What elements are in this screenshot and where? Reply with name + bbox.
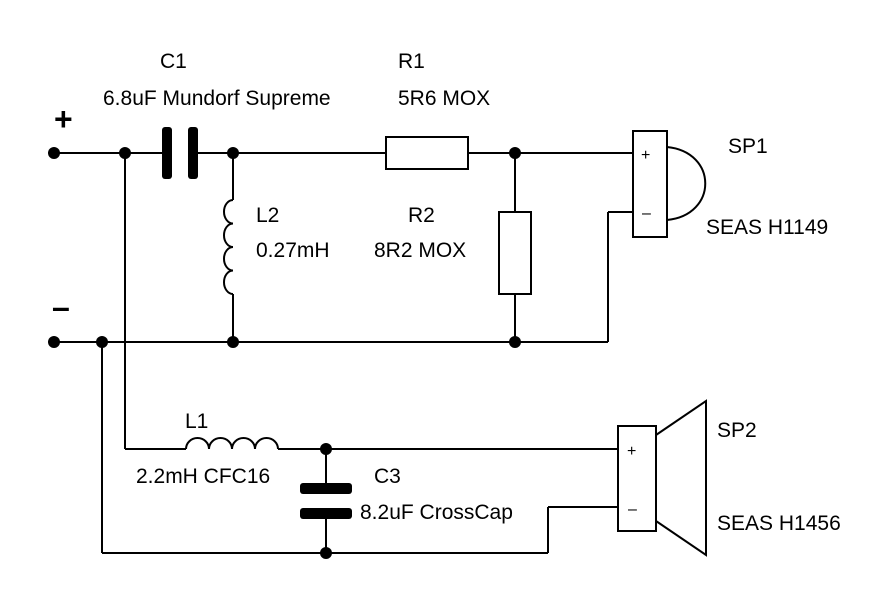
resistor-r1 (385, 136, 469, 170)
c1-value-label: 6.8uF Mundorf Supreme (103, 87, 331, 110)
sp1-dome (666, 146, 707, 221)
l2-value-label: 0.27mH (256, 239, 330, 262)
junction-dot (509, 147, 521, 159)
sp1-body (632, 130, 668, 238)
l1-value-label: 2.2mH CFC16 (136, 465, 270, 488)
sp2-body (617, 425, 657, 532)
sp2-model-label: SEAS H1456 (717, 512, 841, 535)
inductor-l2 (223, 199, 234, 295)
r2-ref-label: R2 (408, 204, 435, 227)
c3-plate-bottom (300, 508, 352, 519)
capacitor-c1 (162, 127, 198, 179)
sp1-ref-label: SP1 (728, 135, 768, 158)
r2-value-label: 8R2 MOX (374, 239, 466, 262)
c3-ref-label: C3 (374, 465, 401, 488)
junctions (48, 147, 521, 559)
speaker-sp2 (617, 399, 707, 557)
sp1-minus-pin: – (642, 205, 651, 222)
junction-dot (119, 147, 131, 159)
sp2-minus-pin: – (628, 501, 637, 518)
resistor-r2 (498, 211, 532, 295)
c1-plate-left (162, 127, 172, 179)
capacitor-c3 (300, 483, 352, 519)
terminal-minus (48, 336, 60, 348)
input-plus-sign: + (54, 101, 73, 137)
junction-dot (320, 547, 332, 559)
inductor-l1 (185, 437, 279, 450)
speaker-sp1 (632, 130, 707, 238)
junction-dot (96, 336, 108, 348)
l1-ref-label: L1 (185, 410, 208, 433)
c3-value-label: 8.2uF CrossCap (360, 501, 513, 524)
sp1-model-label: SEAS H1149 (706, 216, 828, 239)
r1-value-label: 5R6 MOX (398, 87, 490, 110)
terminal-plus (48, 147, 60, 159)
c3-plate-top (300, 483, 352, 494)
r1-ref-label: R1 (398, 50, 425, 73)
input-minus-sign: – (52, 289, 70, 325)
junction-dot (320, 443, 332, 455)
junction-dot (509, 336, 521, 348)
l2-ref-label: L2 (256, 204, 279, 227)
junction-dot (227, 336, 239, 348)
sp1-plus-pin: + (641, 147, 650, 164)
sp2-plus-pin: + (627, 443, 636, 460)
sp2-ref-label: SP2 (717, 419, 757, 442)
c1-ref-label: C1 (160, 50, 187, 73)
c1-plate-right (188, 127, 198, 179)
junction-dot (227, 147, 239, 159)
sp2-cone (655, 399, 707, 557)
